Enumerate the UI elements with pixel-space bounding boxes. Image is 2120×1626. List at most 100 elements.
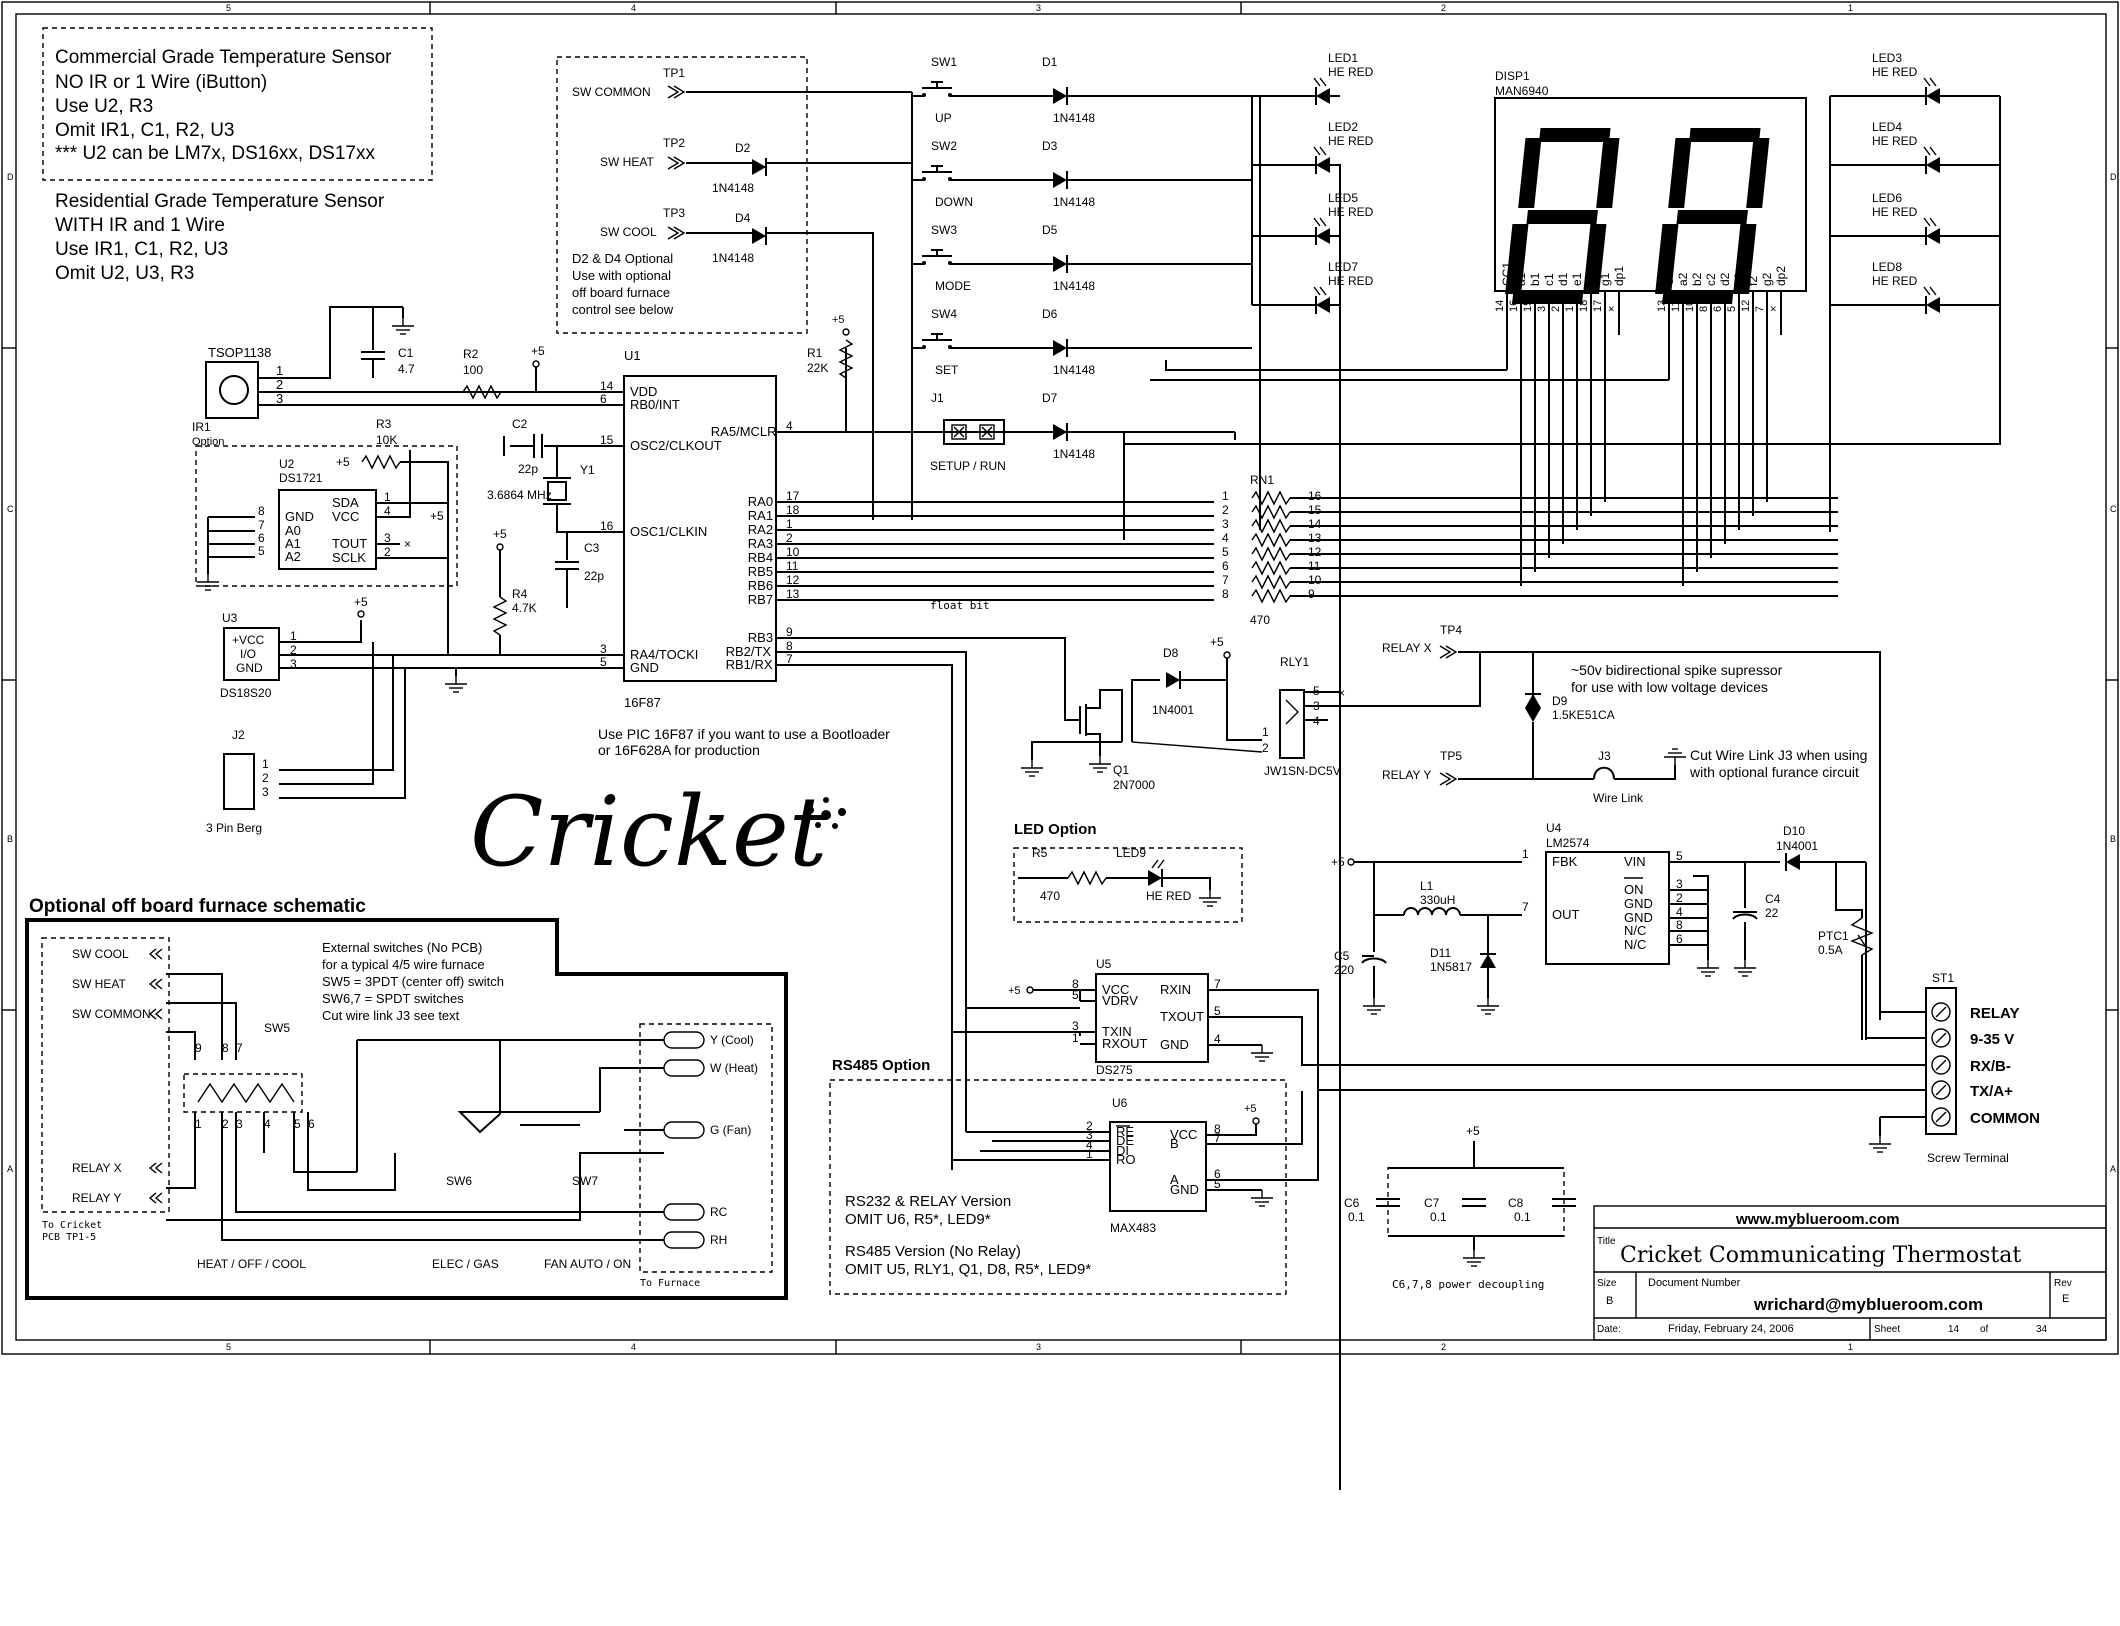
- rev-label: Rev: [2054, 1278, 2072, 1289]
- vcc-node: [1252, 1117, 1260, 1125]
- connector-arrow: [148, 978, 157, 990]
- wire: [1165, 360, 1507, 371]
- relay-driver: Q1 2N7000 D8 1N4001 +5 RLY1 5 3 4 1 2 JW…: [1020, 635, 1481, 792]
- u1-pin-name: RA2: [748, 522, 773, 537]
- screw-terminal: [1931, 1107, 1951, 1127]
- note-line: Cut Wire Link J3 when using: [1690, 747, 1867, 763]
- u2-pin-name: TOUT: [332, 536, 367, 551]
- border-col-label: 4: [631, 1342, 636, 1352]
- led-symbol: [1923, 77, 1941, 106]
- j2-ref: J2: [232, 728, 245, 742]
- u2-part: DS1721: [279, 471, 323, 485]
- disp-pin-number: 1: [1564, 306, 1576, 312]
- q1-ref: Q1: [1113, 763, 1129, 777]
- float-bit-note: float bit: [930, 599, 990, 612]
- u2-wiring: [207, 450, 449, 655]
- note-line: D2 & D4 Optional: [572, 251, 673, 266]
- ptc1-ref: PTC1: [1818, 929, 1849, 943]
- u2-pin-number: 2: [384, 545, 391, 559]
- j3-ref: J3: [1598, 749, 1611, 763]
- pin-number: 2: [276, 377, 283, 392]
- note-line: Cut wire link J3 see text: [322, 1008, 460, 1023]
- version-note: RS232 & RELAY Version OMIT U6, R5*, LED9…: [845, 1193, 1091, 1278]
- u6-pin-number: 1: [1086, 1147, 1093, 1161]
- furnace-right-label: W (Heat): [710, 1061, 758, 1075]
- note-line: Omit IR1, C1, R2, U3: [55, 120, 235, 141]
- furnace-terminal: [663, 1231, 705, 1249]
- led-symbol: [1923, 217, 1941, 246]
- plus5-label: +5: [1331, 855, 1345, 869]
- rn1-pin: 8: [1222, 587, 1229, 601]
- cricket-logo: Cricket: [470, 776, 828, 888]
- note-line: SW6,7 = SPDT switches: [322, 991, 464, 1006]
- segment: [1733, 224, 1757, 294]
- note-line: External switches (No PCB): [322, 940, 482, 955]
- cricket-dots: [806, 797, 846, 829]
- rn1-pin: 1: [1222, 489, 1229, 503]
- r3-symbol: [361, 455, 401, 469]
- border-col-label: 2: [1441, 3, 1446, 13]
- pin-number: 1: [290, 629, 297, 643]
- pin-number: 3: [262, 785, 269, 799]
- diode-part: 1N4148: [1053, 363, 1095, 377]
- decoupling-caps: +5 C6 0.1 C7 0.1 C8 0.1 C6,7,8 power dec…: [1344, 1124, 1577, 1291]
- u6-pin-number: 3: [1086, 1128, 1093, 1142]
- d2-symbol: [751, 157, 767, 177]
- power-supply: +5 C5 220 L1 330uH D11 1N5817 C4: [1331, 824, 1874, 1040]
- u1-pin-name: RB7: [748, 592, 773, 607]
- u5-part: DS275: [1096, 1063, 1133, 1077]
- testpoint-wires: [686, 91, 913, 520]
- to-cricket: PCB TP1-5: [42, 1232, 96, 1243]
- sheet-border: [1, 1, 2119, 1355]
- rs485-box: [829, 1079, 1287, 1295]
- u1-pin-name: RB6: [748, 578, 773, 593]
- segment: [1518, 138, 1542, 208]
- segment: [1539, 128, 1611, 142]
- sw-heat-label: SW HEAT: [600, 155, 654, 169]
- segment: [1689, 128, 1761, 142]
- segment: [1668, 138, 1692, 208]
- u3-ground: [444, 675, 468, 693]
- u1-pin-number: 3: [600, 642, 607, 656]
- st1-terminal: ST1 Screw Terminal: [1925, 971, 2009, 1165]
- border-row-label: D: [7, 172, 14, 182]
- note-line: control see below: [572, 302, 674, 317]
- u2-pin-number: 1: [384, 490, 391, 504]
- seven-segment-digits: [1505, 128, 1770, 304]
- disp1-pins: CC114a116b115c13d12e11f118g117dp1×CC213a…: [1150, 262, 1788, 586]
- size-label: Size: [1597, 1278, 1617, 1289]
- j1-label: SETUP / RUN: [930, 459, 1006, 473]
- led-ref: LED4: [1872, 120, 1902, 134]
- u1-pin-name: RB4: [748, 550, 773, 565]
- u2-ground: [196, 573, 220, 591]
- c2-ref: C2: [512, 417, 528, 431]
- rn1-pin: 10: [1308, 573, 1322, 587]
- u5-pin-number: 1: [1072, 1031, 1079, 1045]
- border-col-label: 3: [1036, 3, 1041, 13]
- connector-arrow: [154, 978, 163, 990]
- rs485-heading: RS485 Option: [832, 1057, 930, 1074]
- plus5-label: +5: [1008, 985, 1021, 997]
- u6-pin-number: 7: [1214, 1131, 1221, 1145]
- c3-ref: C3: [584, 541, 600, 555]
- connector-arrow: [148, 1192, 157, 1204]
- u3-pin: GND: [236, 661, 263, 675]
- c6-ref: C6: [1344, 1196, 1360, 1210]
- note-line: OMIT U5, RLY1, Q1, D8, R5*, LED9*: [845, 1261, 1091, 1278]
- pin-number: 8: [222, 1041, 229, 1055]
- pushbutton-symbol: [911, 333, 963, 350]
- furnace-terminal: [663, 1203, 705, 1221]
- u2-pin-number: 4: [384, 504, 391, 518]
- d7-part: 1N4148: [1053, 447, 1095, 461]
- u6-pin-name: GND: [1170, 1182, 1199, 1197]
- connector-arrow: [154, 1162, 163, 1174]
- y1-value: 3.6864 MHz: [487, 488, 552, 502]
- furnace-left-label: RELAY Y: [72, 1191, 121, 1205]
- border-col-label: 2: [1441, 1342, 1446, 1352]
- u5-pin-number: 3: [1072, 1019, 1079, 1033]
- u1-pin-name: OSC1/CLKIN: [630, 524, 707, 539]
- furnace-terminal: [663, 1059, 705, 1077]
